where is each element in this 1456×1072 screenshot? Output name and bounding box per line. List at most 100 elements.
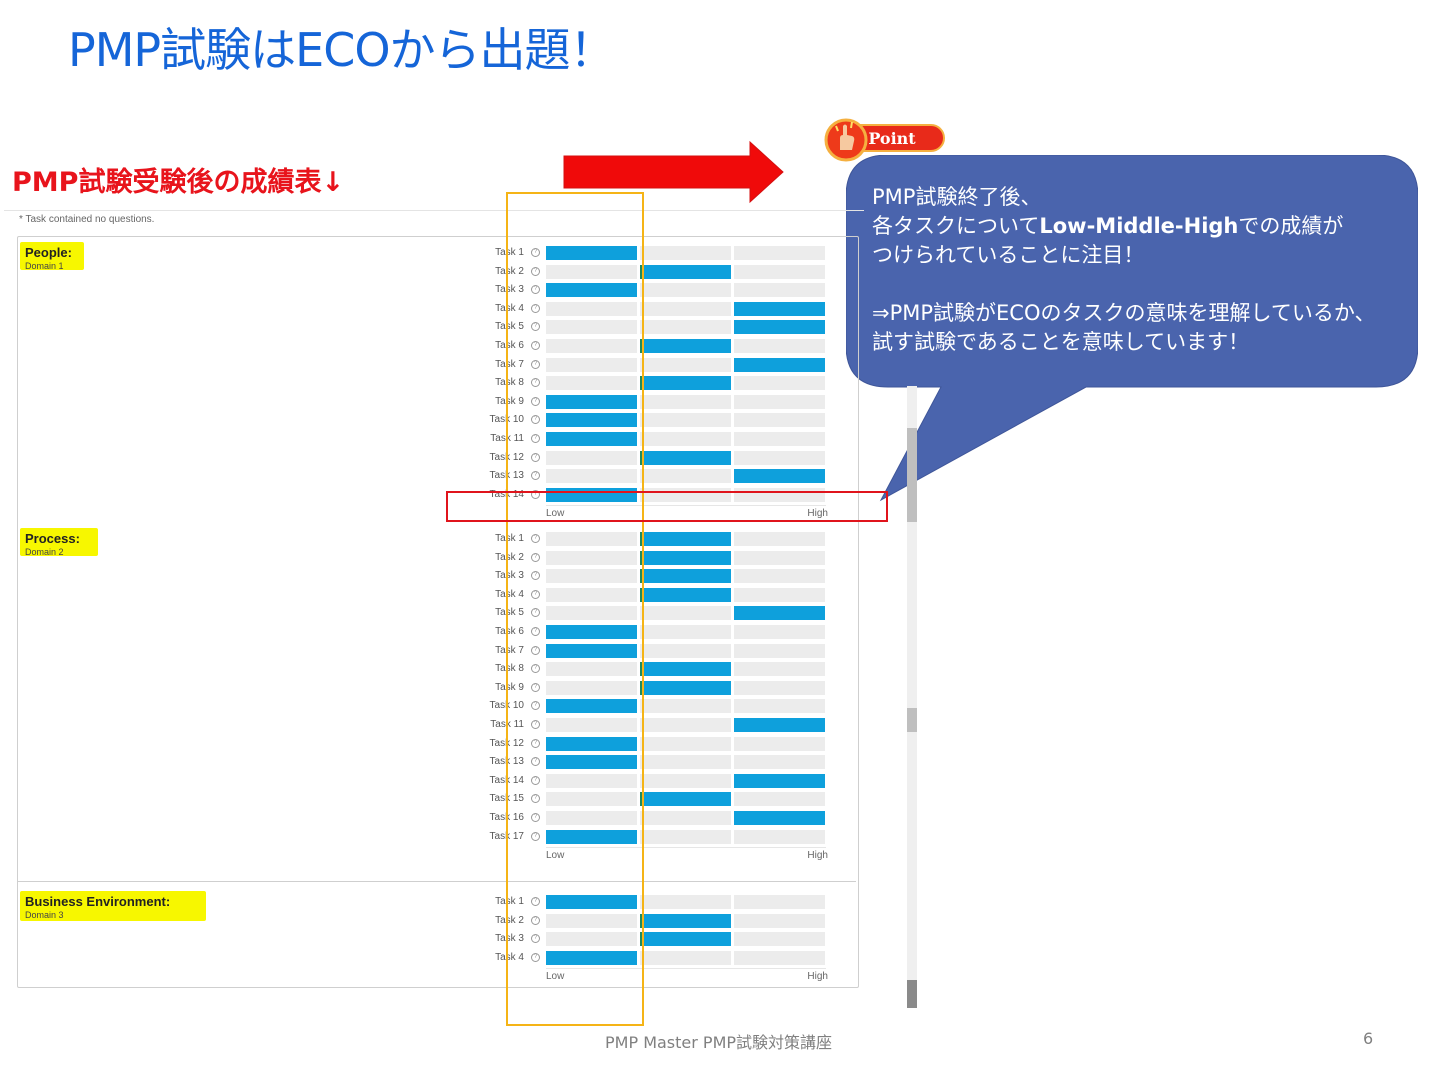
- task-label: Task 4: [495, 302, 524, 314]
- score-track: [640, 432, 731, 446]
- task-row: Task 2?: [484, 913, 844, 928]
- scrollbar[interactable]: [907, 386, 917, 1008]
- score-track: [640, 811, 731, 825]
- score-track: [734, 450, 825, 465]
- score-bar: [640, 569, 731, 584]
- help-icon[interactable]: ?: [531, 359, 540, 369]
- score-bar: [546, 625, 637, 639]
- help-icon[interactable]: ?: [531, 589, 540, 599]
- point-badge: Point: [824, 118, 945, 162]
- help-icon[interactable]: ?: [531, 738, 540, 748]
- score-track: [640, 829, 731, 844]
- score-bar: [546, 246, 637, 260]
- score-bar: [734, 773, 825, 788]
- help-icon[interactable]: ?: [531, 794, 540, 804]
- help-icon[interactable]: ?: [531, 415, 540, 425]
- help-icon[interactable]: ?: [531, 813, 540, 822]
- task-label: Task 3: [495, 933, 524, 945]
- score-bar: [546, 829, 637, 844]
- score-track: [734, 662, 825, 677]
- score-track: [734, 264, 825, 279]
- score-track: [640, 625, 731, 639]
- axis-high-label: High: [807, 850, 828, 862]
- score-track: [640, 718, 731, 732]
- low-column-highlight: [506, 192, 644, 1026]
- score-track: [734, 532, 825, 546]
- help-icon[interactable]: ?: [531, 248, 540, 257]
- callout-bubble: [846, 155, 1418, 502]
- score-track: [640, 736, 731, 751]
- task-label: Task 9: [495, 395, 524, 407]
- help-icon[interactable]: ?: [531, 378, 540, 388]
- task-label: Task 9: [495, 681, 524, 693]
- help-icon[interactable]: ?: [531, 915, 540, 925]
- scroll-marker: [907, 980, 917, 1008]
- domain-subtitle: Domain 3: [25, 910, 64, 920]
- help-icon[interactable]: ?: [531, 645, 540, 655]
- help-icon[interactable]: ?: [531, 534, 540, 543]
- help-icon[interactable]: ?: [531, 701, 540, 711]
- help-icon[interactable]: ?: [531, 664, 540, 674]
- help-icon[interactable]: ?: [531, 627, 540, 636]
- svg-text:Point: Point: [868, 129, 916, 148]
- score-track: [640, 606, 731, 621]
- score-report: * Task contained no questions. People:Do…: [4, 210, 864, 995]
- score-track: [734, 246, 825, 260]
- help-icon[interactable]: ?: [531, 552, 540, 562]
- score-track: [734, 680, 825, 695]
- task-label: Task 8: [495, 663, 524, 675]
- score-bar: [546, 736, 637, 751]
- score-bar: [640, 792, 731, 807]
- score-track: [734, 550, 825, 565]
- right-arrow-icon: [563, 140, 784, 204]
- help-icon[interactable]: ?: [531, 341, 540, 350]
- axis-high-label: High: [807, 508, 828, 520]
- help-icon[interactable]: ?: [531, 608, 540, 618]
- score-bar: [734, 301, 825, 316]
- task-row: Task 3?: [484, 283, 844, 298]
- help-icon[interactable]: ?: [531, 775, 540, 785]
- help-icon[interactable]: ?: [531, 897, 540, 906]
- score-track: [546, 718, 637, 732]
- help-icon[interactable]: ?: [531, 322, 540, 332]
- score-bar: [734, 357, 825, 372]
- help-icon[interactable]: ?: [531, 571, 540, 581]
- help-icon[interactable]: ?: [531, 720, 540, 729]
- score-bar: [546, 755, 637, 770]
- help-icon[interactable]: ?: [531, 471, 540, 481]
- task-row: Task 12?: [484, 736, 844, 751]
- help-icon[interactable]: ?: [531, 452, 540, 462]
- help-icon[interactable]: ?: [531, 952, 540, 962]
- help-icon[interactable]: ?: [531, 285, 540, 295]
- task-row: Task 3?: [484, 569, 844, 584]
- task-row: Task 8?: [484, 662, 844, 677]
- task-row: Task 2?: [484, 264, 844, 279]
- help-icon[interactable]: ?: [531, 831, 540, 841]
- help-icon[interactable]: ?: [531, 757, 540, 767]
- help-icon[interactable]: ?: [531, 489, 540, 499]
- task-label: Task 1: [495, 533, 524, 544]
- help-icon[interactable]: ?: [531, 434, 540, 443]
- callout-emphasis: Low-Middle-High: [1039, 214, 1239, 238]
- task-row: Task 8?: [484, 376, 844, 391]
- score-bar: [546, 895, 637, 909]
- score-bar: [640, 913, 731, 928]
- scroll-thumb[interactable]: [907, 428, 917, 522]
- score-track: [640, 755, 731, 770]
- score-track: [734, 413, 825, 428]
- report-subtitle: PMP試験受験後の成績表↓: [12, 167, 345, 198]
- score-track: [546, 587, 637, 602]
- task-row: Task 6?: [484, 339, 844, 353]
- score-track: [546, 932, 637, 947]
- score-track: [546, 569, 637, 584]
- score-track: [546, 532, 637, 546]
- help-icon[interactable]: ?: [531, 303, 540, 313]
- help-icon[interactable]: ?: [531, 396, 540, 406]
- help-icon[interactable]: ?: [531, 934, 540, 944]
- task-label: Task 6: [495, 340, 524, 351]
- score-bar: [546, 432, 637, 446]
- help-icon[interactable]: ?: [531, 682, 540, 692]
- task-row: Task 3?: [484, 932, 844, 947]
- score-bar: [546, 394, 637, 409]
- help-icon[interactable]: ?: [531, 266, 540, 276]
